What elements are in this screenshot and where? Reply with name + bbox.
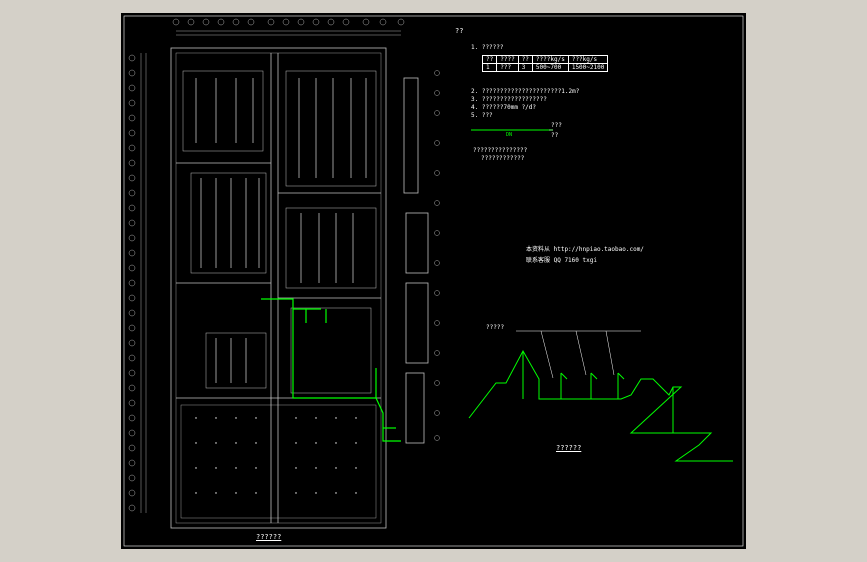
spec-header-cell: ?? — [517, 55, 533, 64]
notes-title: ?? — [455, 27, 464, 35]
system-diagram-title: ?????? — [556, 444, 582, 452]
system-diagram-label: ????? — [486, 324, 505, 331]
remark-2: ???????????? — [481, 155, 525, 162]
contact-text: 联系客服 QQ 7160 txgi — [526, 257, 597, 264]
source-url-text: 本资料从 http://hnpiao.taobao.com/ — [526, 246, 644, 253]
spec-cell: 500~700 — [531, 63, 569, 72]
legend-desc-2: ?? — [551, 132, 559, 139]
spec-header-cell: ???? — [496, 55, 519, 64]
axis-bubbles-top — [172, 18, 405, 36]
cad-viewport[interactable]: ?? 1. ?????? ?? ???? ?? ????kg/s ???kg/s… — [121, 13, 746, 549]
note-1: 1. ?????? — [471, 44, 504, 51]
spec-cell: ??? — [496, 63, 519, 72]
spec-header-cell: ???kg/s — [567, 55, 609, 64]
fire-system-diagram — [468, 349, 733, 462]
note-5: 5. ??? — [471, 112, 493, 119]
spec-cell: 1500~2100 — [567, 63, 609, 72]
spec-header-cell: ????kg/s — [531, 55, 569, 64]
floor-plan — [170, 47, 429, 529]
note-4: 4. ??????70mm ?/d? — [471, 104, 537, 111]
spec-table: ?? ???? ?? ????kg/s ???kg/s 1 ??? 3 500~… — [481, 55, 609, 72]
legend-desc-1: ??? — [551, 122, 562, 129]
cad-drawing — [123, 15, 744, 547]
floor-plan-title: ?????? — [256, 533, 282, 541]
spec-header-cell: ?? — [481, 55, 498, 64]
system-diagram-leaders — [516, 330, 641, 379]
fire-pipe-plan — [261, 298, 401, 442]
spec-table-row: 1 ??? 3 500~700 1500~2100 — [481, 63, 609, 72]
axis-bubbles-left — [128, 53, 147, 513]
spec-table-header-row: ?? ???? ?? ????kg/s ???kg/s — [481, 55, 609, 64]
spec-cell: 1 — [481, 63, 498, 72]
note-2: 2. ??????????????????????1.2m? — [471, 88, 580, 95]
axis-bubbles-right — [434, 70, 440, 441]
spec-cell: 3 — [517, 63, 533, 72]
sprinkler-heads — [195, 417, 357, 494]
note-3: 3. ?????????????????? — [471, 96, 547, 103]
legend-label: DN — [506, 132, 513, 138]
remark-1: ??????????????? — [473, 147, 528, 154]
